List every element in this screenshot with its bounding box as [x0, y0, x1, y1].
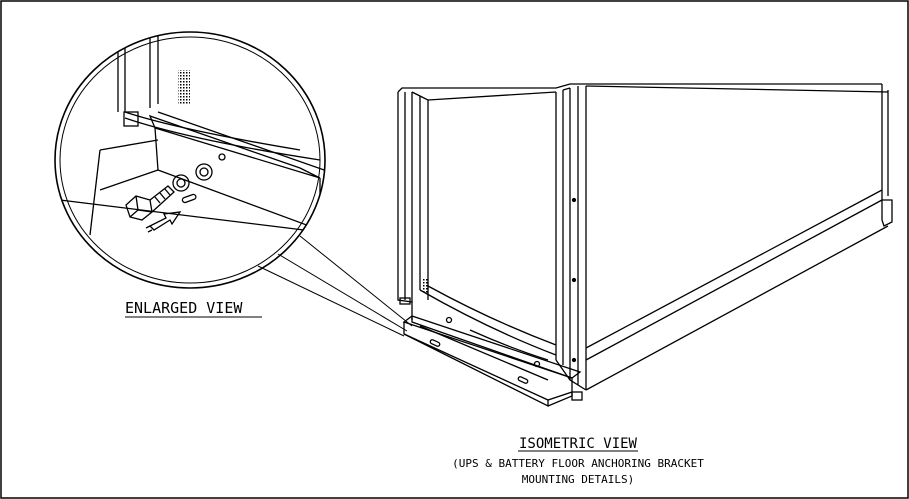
enlarged-view-label: ENLARGED VIEW	[125, 299, 243, 317]
vent-grille	[178, 70, 190, 104]
washer-icon	[172, 174, 190, 192]
caption-line-2: MOUNTING DETAILS)	[522, 473, 635, 486]
anchoring-bracket	[402, 315, 582, 408]
isometric-view-label: ISOMETRIC VIEW	[519, 436, 638, 452]
isometric-cabinet	[397, 83, 893, 401]
enlarged-view-circle	[54, 31, 326, 289]
enlarged-view-detail	[54, 31, 326, 289]
bolt-icon	[125, 185, 175, 221]
direction-arrow-icon	[145, 211, 182, 233]
leader-lines	[257, 235, 413, 337]
caption-line-1: (UPS & BATTERY FLOOR ANCHORING BRACKET	[452, 457, 704, 470]
door-vent	[422, 278, 428, 294]
